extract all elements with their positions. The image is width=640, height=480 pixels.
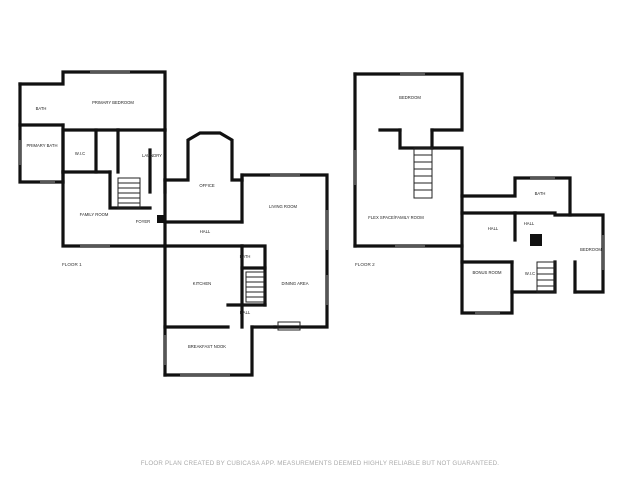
room-label: BATH [535, 191, 546, 196]
room-label: HALL [200, 229, 211, 234]
room-label: W.I.C [525, 271, 535, 276]
floor-2-label: FLOOR 2 [355, 262, 375, 267]
room-label: BONUS ROOM [472, 270, 502, 275]
floor-2-details [354, 73, 604, 314]
room-label: FOYER [136, 219, 150, 224]
footer-disclaimer: FLOOR PLAN CREATED BY CUBICASA APP. MEAS… [141, 460, 500, 467]
room-label: PRIMARY BATH [27, 143, 58, 148]
floor-1-details [19, 71, 328, 376]
room-label: DINING AREA [282, 281, 309, 286]
room-label: HALL [240, 310, 251, 315]
room-label: LAUNDRY [142, 153, 162, 158]
room-label: HALL [488, 226, 499, 231]
floor-2-walls [353, 72, 605, 315]
room-label: BATH [36, 106, 47, 111]
room-label: LIVING ROOM [269, 204, 297, 209]
floor-1-walls [18, 70, 329, 377]
room-label: HALL [524, 221, 535, 226]
floor-1-labels: BATH PRIMARY BEDROOM PRIMARY BATH W.I.C … [27, 100, 309, 349]
room-label: BEDROOM [580, 247, 602, 252]
room-label: FLEX SPACE/FAMILY ROOM [368, 215, 424, 220]
room-label: BATH [240, 254, 251, 259]
room-label: BREAKFAST NOOK [188, 344, 226, 349]
room-label: KITCHEN [193, 281, 211, 286]
room-label: FAMILY ROOM [80, 212, 109, 217]
room-label: OFFICE [199, 183, 215, 188]
floor-2-labels: BEDROOM FLEX SPACE/FAMILY ROOM BATH HALL… [355, 95, 602, 276]
room-label: W.I.C [75, 151, 85, 156]
room-label: PRIMARY BEDROOM [92, 100, 134, 105]
floor-1-label: FLOOR 1 [62, 262, 82, 267]
room-label: BEDROOM [399, 95, 421, 100]
